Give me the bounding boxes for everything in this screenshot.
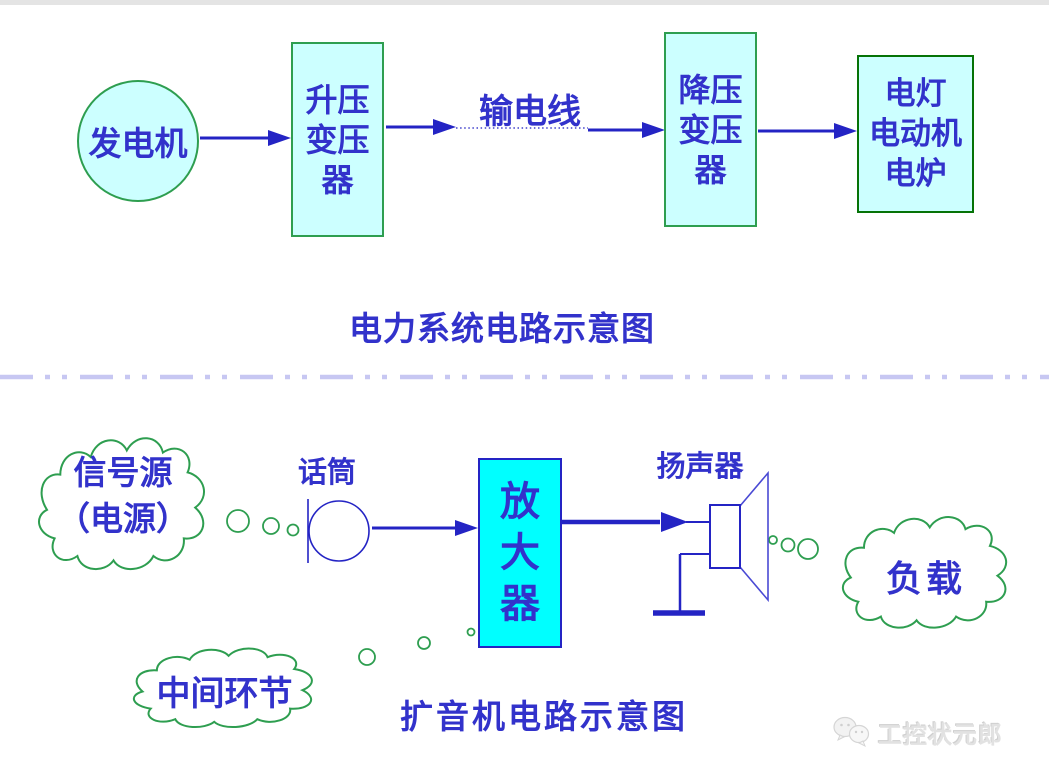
amplifier-char-2: 大 xyxy=(500,530,540,575)
load-line-3: 电炉 xyxy=(884,156,947,191)
transmission-to-stepdown-arrow xyxy=(588,122,665,138)
signal-source-line-1: 信号源 xyxy=(73,456,173,492)
amplifier-diagram-title: 扩音机电路示意图 xyxy=(400,700,688,736)
amplifier-char-3: 器 xyxy=(500,581,540,626)
step-up-transformer-node: 升压 变压 器 xyxy=(291,42,384,237)
step-down-line-2: 变压 xyxy=(678,111,743,148)
generator-label: 发电机 xyxy=(88,127,188,163)
amplifier-char-1: 放 xyxy=(500,479,540,524)
load-line-1: 电灯 xyxy=(884,76,947,111)
intermediate-label: 中间环节 xyxy=(156,676,293,713)
step-up-line-2: 变压 xyxy=(305,121,370,158)
speaker-to-load-trail-circles xyxy=(768,535,819,560)
ground-icon xyxy=(653,553,709,616)
step-down-line-3: 器 xyxy=(694,151,727,188)
transmission-line-label: 输电线 xyxy=(479,94,581,131)
power-diagram-title: 电力系统电路示意图 xyxy=(349,312,655,348)
speaker-icon xyxy=(653,470,769,616)
stepdown-to-loads-arrow xyxy=(758,123,857,139)
speaker-label: 扬声器 xyxy=(656,451,744,483)
generator-to-stepup-arrow xyxy=(200,130,291,146)
step-down-line-1: 降压 xyxy=(678,71,743,108)
amplifier-node: 放 大 器 xyxy=(478,458,562,648)
microphone-label: 话筒 xyxy=(297,457,357,489)
watermark-text: 工控状元郎 xyxy=(878,721,1003,749)
step-down-transformer-node: 降压 变压 器 xyxy=(664,32,757,227)
generator-node: 发电机 xyxy=(77,80,199,202)
top-strip xyxy=(0,0,1049,5)
load-line-2: 电动机 xyxy=(869,116,962,151)
electric-loads-node: 电灯 电动机 电炉 xyxy=(857,55,974,213)
step-up-line-1: 升压 xyxy=(305,81,370,118)
signal-source-line-2: （电源） xyxy=(57,502,189,538)
stepup-to-transmission-arrow xyxy=(386,119,456,135)
mic-to-amplifier-arrow xyxy=(372,520,478,536)
step-up-line-3: 器 xyxy=(321,161,354,198)
amplifier-to-speaker-arrow xyxy=(562,512,688,532)
wechat-icon xyxy=(833,716,870,748)
load-label: 负载 xyxy=(885,559,966,599)
watermark: 工控状元郎 xyxy=(830,714,1003,750)
signal-source-label: 信号源 （电源） xyxy=(28,451,218,543)
microphone-icon xyxy=(307,499,370,563)
intermediate-trail-circles xyxy=(358,627,476,666)
signal-source-trail-circles xyxy=(226,509,300,537)
